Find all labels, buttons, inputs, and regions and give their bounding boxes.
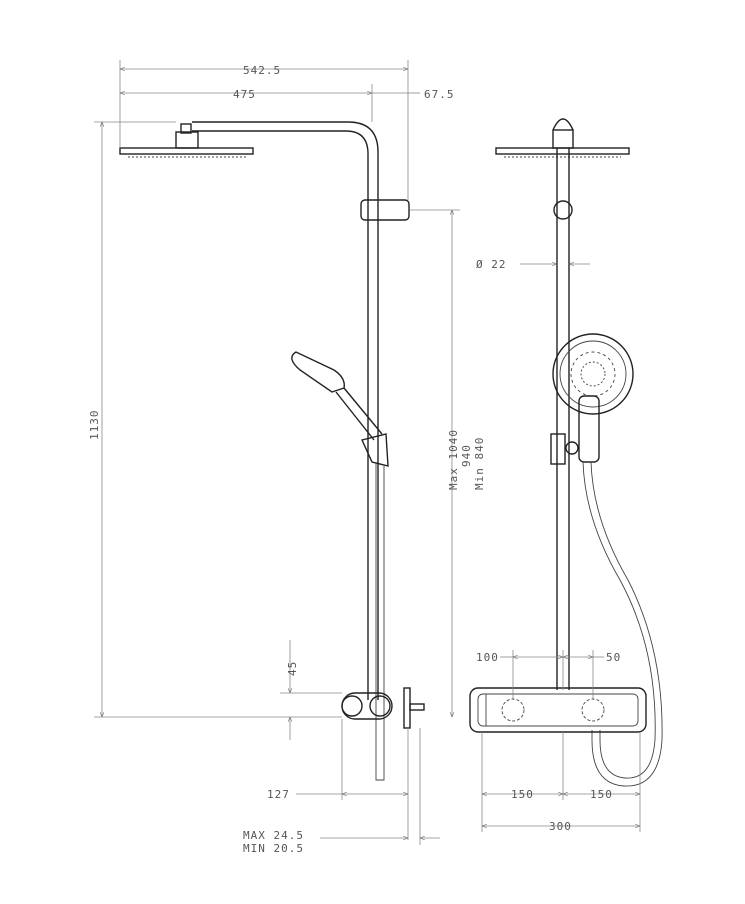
- thermostat-side: [341, 687, 425, 729]
- front-view: [469, 118, 663, 787]
- dim-150-right: 150: [590, 788, 613, 801]
- dim-300: 300: [549, 820, 572, 833]
- dim-150-left: 150: [511, 788, 534, 801]
- dim-1130: 1130: [88, 410, 101, 441]
- thermostat-panel: [469, 687, 647, 733]
- front-dimensions: [481, 264, 641, 832]
- hose-front: [582, 461, 656, 779]
- dim-min-20-5: MIN 20.5: [243, 842, 304, 855]
- side-dimensions: [94, 60, 460, 845]
- dim-min-840: Min 840: [473, 437, 486, 490]
- dim-45: 45: [286, 661, 299, 676]
- overhead-shower-front: [495, 118, 630, 158]
- hand-shower-front: [550, 333, 634, 465]
- dim-475: 475: [233, 88, 256, 101]
- overhead-shower-side: [119, 123, 254, 158]
- rail-holder: [360, 199, 410, 221]
- hand-shower-side: [291, 351, 389, 467]
- dim-940: 940: [460, 444, 473, 467]
- dim-542-5: 542.5: [243, 64, 281, 77]
- dim-127: 127: [267, 788, 290, 801]
- dim-max-24-5: MAX 24.5: [243, 829, 304, 842]
- dim-50: 50: [606, 651, 621, 664]
- rail-holder-front: [553, 200, 573, 220]
- shower-arm: [192, 121, 379, 700]
- dim-100: 100: [476, 651, 499, 664]
- dim-67-5: 67.5: [424, 88, 455, 101]
- dim-max-1040: Max 1040: [447, 429, 460, 490]
- side-view: [119, 121, 425, 781]
- dim-diameter-22: Ø 22: [476, 258, 507, 271]
- hose-side: [375, 462, 385, 781]
